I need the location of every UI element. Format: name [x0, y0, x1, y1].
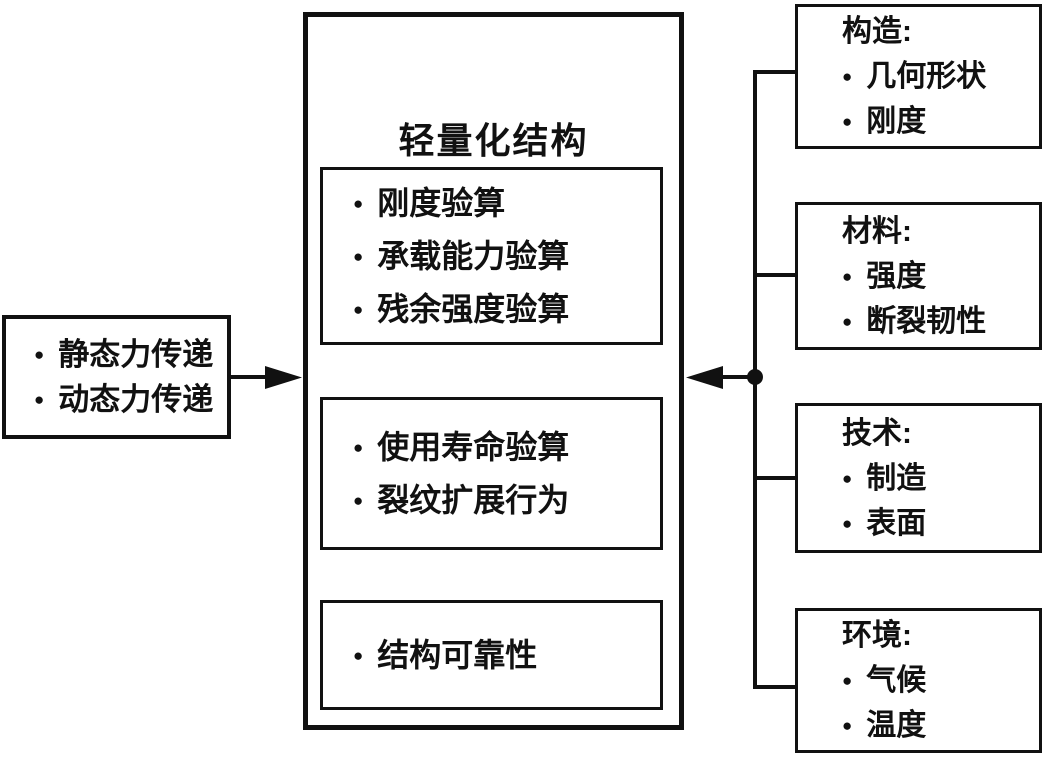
bullet-icon: ●	[353, 490, 364, 510]
bullet-icon: ●	[353, 437, 364, 457]
bullet-icon: ●	[353, 193, 364, 213]
list-item-label: 几何形状	[866, 60, 987, 93]
bullet-icon: ●	[842, 266, 853, 286]
list-item-label: 残余强度验算	[377, 290, 570, 327]
list-item: ● 动态力传递	[34, 377, 227, 422]
list-item: ● 强度	[842, 254, 1039, 299]
list-item-label: 裂纹扩展行为	[377, 481, 570, 518]
list-item-label: 温度	[866, 709, 927, 742]
center-box-title: 轻量化结构	[398, 120, 589, 161]
service-life-group-box: ● 使用寿命验算 ● 裂纹扩展行为	[320, 397, 663, 550]
connector-stub-technology	[755, 476, 797, 480]
bullet-icon: ●	[353, 299, 364, 319]
connector-stub-material	[755, 273, 797, 277]
strength-verification-group-box: ● 刚度验算 ● 承载能力验算 ● 残余强度验算	[320, 167, 663, 345]
connector-stub-structure	[755, 70, 797, 74]
box-title: 环境:	[842, 619, 912, 652]
box-title: 构造:	[842, 15, 912, 48]
list-item: ● 刚度	[842, 99, 1039, 144]
list-item: ● 承载能力验算	[353, 230, 660, 283]
list-item: ● 使用寿命验算	[353, 421, 660, 474]
environment-box: 环境: ● 气候 ● 温度	[795, 608, 1042, 753]
list-item: ● 气候	[842, 658, 1039, 703]
left-arrowhead-icon	[265, 366, 302, 389]
list-item-label: 制造	[866, 461, 927, 495]
list-item-label: 静态力传递	[58, 337, 214, 372]
bullet-icon: ●	[353, 246, 364, 266]
lightweight-structure-box: 轻量化结构 ● 刚度验算 ● 承载能力验算 ● 残余强度验算 ● 使用寿命验算 …	[303, 12, 684, 730]
left-arrow-line	[231, 375, 273, 379]
box-title: 材料:	[842, 214, 912, 248]
list-item: ● 几何形状	[842, 54, 1039, 99]
list-item-label: 使用寿命验算	[377, 428, 570, 465]
list-item-label: 刚度验算	[377, 184, 506, 221]
bullet-icon: ●	[842, 716, 853, 735]
list-item-label: 动态力传递	[58, 382, 214, 417]
bullet-icon: ●	[842, 513, 853, 533]
bullet-icon: ●	[842, 671, 853, 690]
list-item-label: 强度	[866, 259, 927, 293]
list-item: ● 刚度验算	[353, 177, 660, 230]
list-item-label: 结构可靠性	[377, 636, 538, 673]
bullet-icon: ●	[34, 345, 45, 364]
bullet-icon: ●	[842, 112, 853, 131]
bullet-icon: ●	[353, 645, 364, 665]
list-item: ● 裂纹扩展行为	[353, 474, 660, 527]
bullet-icon: ●	[842, 311, 853, 331]
list-item: ● 表面	[842, 501, 1039, 546]
reliability-group-box: ● 结构可靠性	[320, 600, 663, 710]
list-item-label: 刚度	[866, 105, 927, 138]
list-item: ● 静态力传递	[34, 332, 227, 377]
structure-box: 构造: ● 几何形状 ● 刚度	[795, 4, 1042, 149]
list-item: ● 断裂韧性	[842, 299, 1039, 344]
right-connector-vline	[753, 70, 757, 689]
force-transfer-box: ● 静态力传递 ● 动态力传递	[2, 315, 231, 439]
list-item: ● 温度	[842, 703, 1039, 748]
list-item-label: 断裂韧性	[866, 304, 987, 338]
list-item: ● 残余强度验算	[353, 283, 660, 336]
list-item-label: 气候	[866, 664, 927, 697]
bullet-icon: ●	[842, 468, 853, 488]
technology-box: 技术: ● 制造 ● 表面	[795, 403, 1042, 553]
connector-stub-environment	[755, 685, 797, 689]
list-item: ● 结构可靠性	[353, 629, 660, 682]
list-item-label: 承载能力验算	[377, 237, 570, 274]
bullet-icon: ●	[34, 390, 45, 409]
box-title: 技术:	[842, 416, 912, 450]
list-item: ● 制造	[842, 456, 1039, 501]
right-arrow-line	[700, 375, 755, 379]
material-box: 材料: ● 强度 ● 断裂韧性	[795, 202, 1042, 350]
bullet-icon: ●	[842, 67, 853, 86]
list-item-label: 表面	[866, 506, 927, 540]
